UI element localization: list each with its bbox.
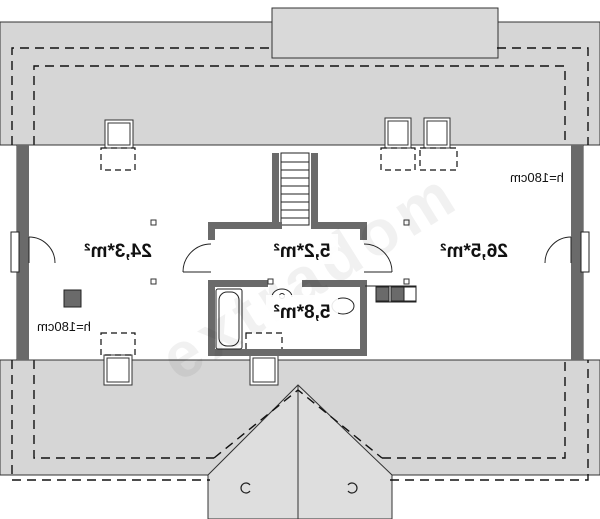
roof-window-top-dashes <box>100 147 458 171</box>
room-area-right: 26,5*m² <box>440 241 508 262</box>
chimney-block <box>365 285 417 303</box>
hall-doors <box>182 243 393 273</box>
roof-bottom <box>0 359 600 519</box>
clearance-label-top-right: h=180cm <box>510 170 564 185</box>
roof-windows-top <box>104 117 451 149</box>
room-area-left: 24,3*m² <box>84 241 152 262</box>
roof-windows-bottom <box>103 354 279 386</box>
side-doors <box>10 231 590 273</box>
room-area-bathroom: 5,8*m² <box>273 302 330 323</box>
clearance-label-bottom-left: h=180cm <box>37 319 91 334</box>
roof-top <box>0 7 600 146</box>
room-labels: 24,3*m² 5,2*m² 26,5*m² 5,8*m² <box>78 234 516 325</box>
clearance-labels: h=180cm h=180cm <box>37 170 564 334</box>
dormer-markers <box>240 482 358 494</box>
staircase <box>280 152 310 226</box>
ceiling-markers <box>150 219 410 285</box>
interior-walls <box>208 153 367 356</box>
bathtub <box>215 288 243 350</box>
chimney-left <box>63 289 82 308</box>
room-area-hall: 5,2*m² <box>273 241 330 262</box>
